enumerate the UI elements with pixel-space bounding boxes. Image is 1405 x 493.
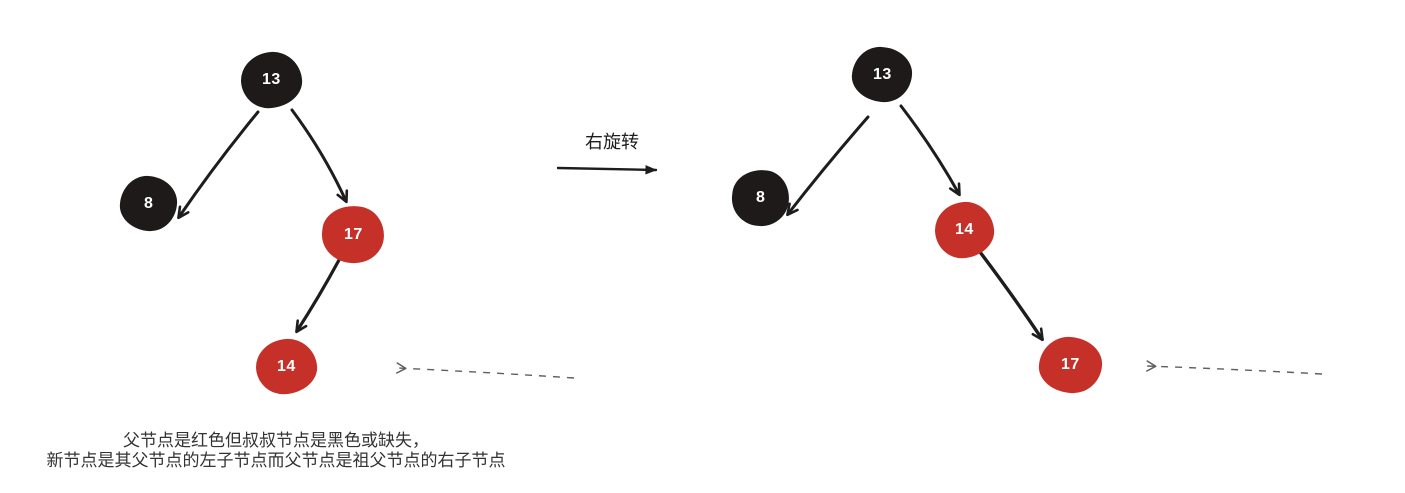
node-label: 8 — [755, 189, 766, 206]
node-label: 17 — [343, 225, 363, 243]
node-label: 13 — [262, 71, 281, 89]
node-label: 13 — [872, 65, 892, 83]
node-label: 14 — [277, 357, 296, 375]
dashed-arrow-left — [396, 362, 575, 379]
edge-right-13-14 — [899, 104, 961, 197]
edge-left-17-14 — [295, 258, 341, 334]
dashed-arrow-right — [1146, 360, 1323, 375]
rotation-label: 右旋转 — [585, 132, 639, 152]
edge-right-14-17 — [978, 250, 1044, 342]
case-description: 父节点是红色但叔叔节点是黑色或缺失， 新节点是其父节点的左子节点而父节点是祖父节… — [0, 431, 552, 471]
edge-right-13-8 — [786, 115, 870, 217]
node-label: 14 — [955, 221, 974, 239]
case-description-line2: 新节点是其父节点的左子节点而父节点是祖父节点的右子节点 — [46, 451, 506, 470]
edge-left-13-17 — [290, 108, 349, 204]
case-description-line1: 父节点是红色但叔叔节点是黑色或缺失， — [123, 431, 429, 450]
rotation-arrow — [556, 165, 658, 175]
node-label: 8 — [143, 194, 154, 212]
node-label: 17 — [1061, 355, 1080, 373]
edge-left-13-8 — [177, 110, 260, 220]
